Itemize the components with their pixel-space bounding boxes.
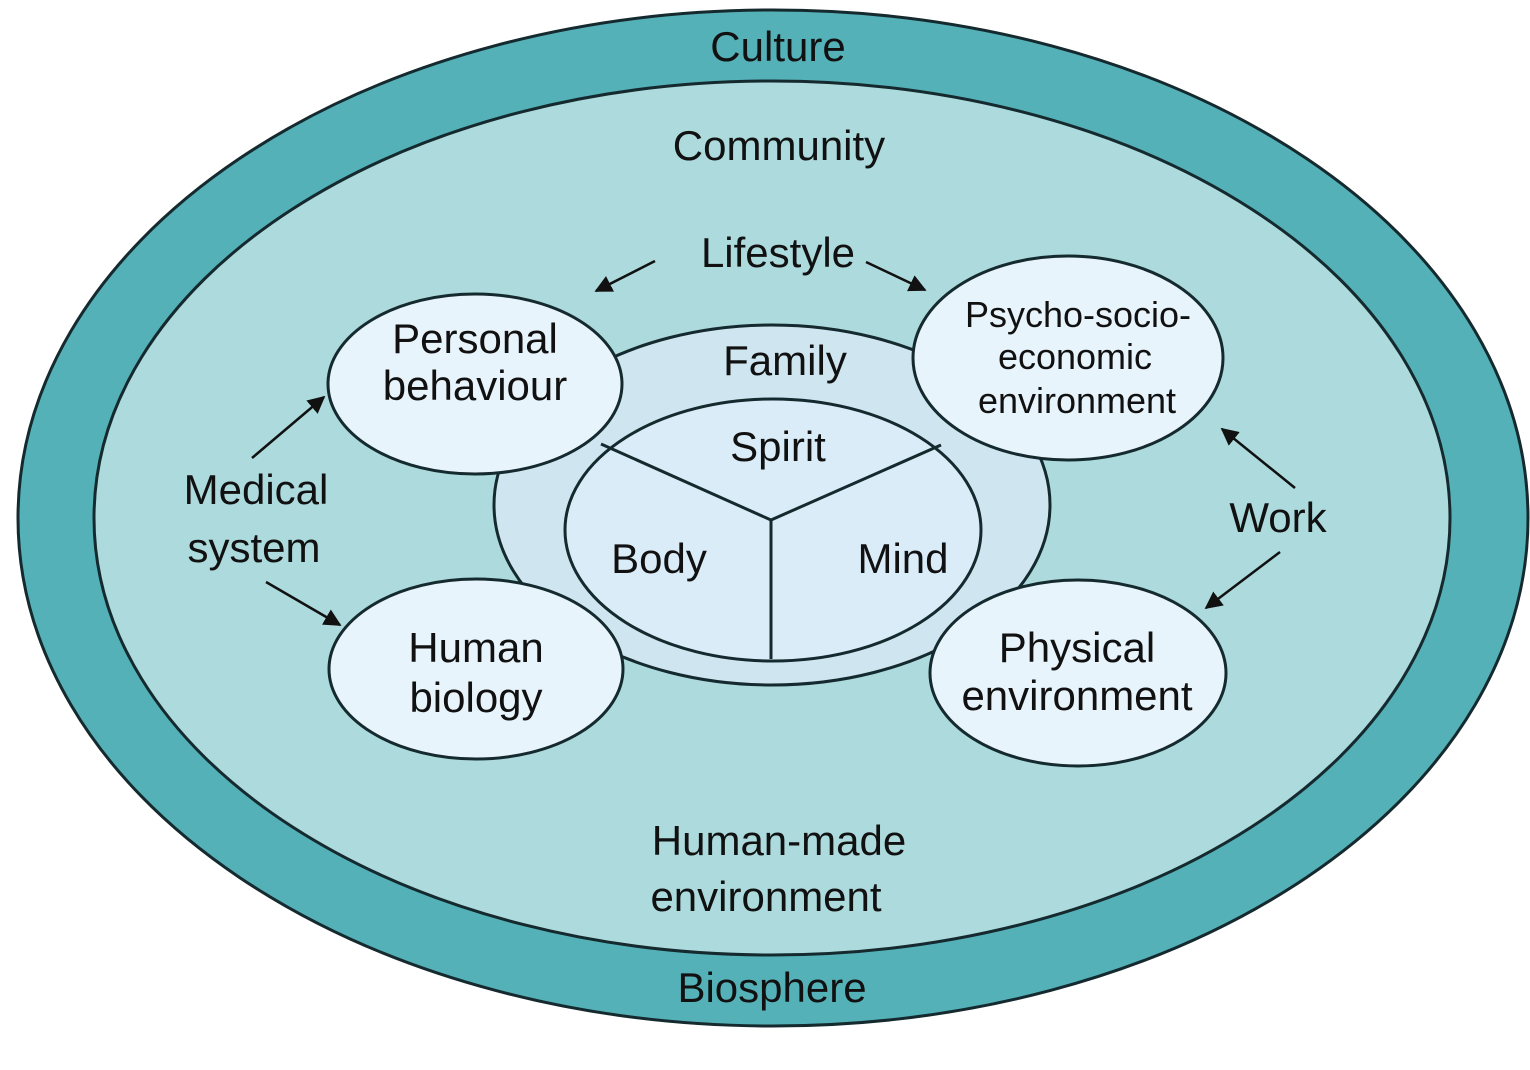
physical-environment-label-line1: Physical xyxy=(999,624,1155,671)
psycho-socio-label-line3: environment xyxy=(978,380,1176,421)
psycho-socio-economic-node xyxy=(911,254,1225,462)
community-label: Community xyxy=(673,122,885,169)
human-biology-node xyxy=(327,577,625,761)
medical-arrow-down xyxy=(265,580,342,627)
human-made-label-line1: Human-made xyxy=(652,817,906,864)
physical-environment-label-line2: environment xyxy=(961,672,1192,719)
personal-behaviour-label-line2: behaviour xyxy=(383,362,567,409)
body-label: Body xyxy=(611,535,707,582)
work-label: Work xyxy=(1229,494,1327,541)
physical-environment-node xyxy=(928,578,1228,768)
work-arrow-down xyxy=(1204,551,1281,610)
family-label: Family xyxy=(723,337,847,384)
lifestyle-label: Lifestyle xyxy=(701,229,855,276)
medical-arrow-up xyxy=(251,395,326,459)
psycho-socio-label-line1: Psycho-socio- xyxy=(965,294,1191,335)
lifestyle-arrow-right xyxy=(865,260,927,292)
human-made-label-line2: environment xyxy=(650,873,881,920)
culture-label: Culture xyxy=(710,23,845,70)
spirit-label: Spirit xyxy=(730,423,826,470)
personal-behaviour-label-line1: Personal xyxy=(392,315,558,362)
medical-system-label-line2: system xyxy=(187,524,320,571)
mind-label: Mind xyxy=(857,535,948,582)
core-divider-right xyxy=(770,443,942,522)
biosphere-label: Biosphere xyxy=(677,964,866,1011)
human-biology-label-line2: biology xyxy=(409,674,542,721)
human-biology-label-line1: Human xyxy=(408,624,543,671)
work-arrow-up xyxy=(1220,427,1296,489)
lifestyle-arrow-left xyxy=(594,259,656,293)
core-ellipse xyxy=(563,397,983,663)
core-divider-left xyxy=(600,442,772,522)
personal-behaviour-node xyxy=(326,292,624,476)
psycho-socio-label-line2: economic xyxy=(998,336,1152,377)
medical-system-label-line1: Medical xyxy=(184,466,329,513)
